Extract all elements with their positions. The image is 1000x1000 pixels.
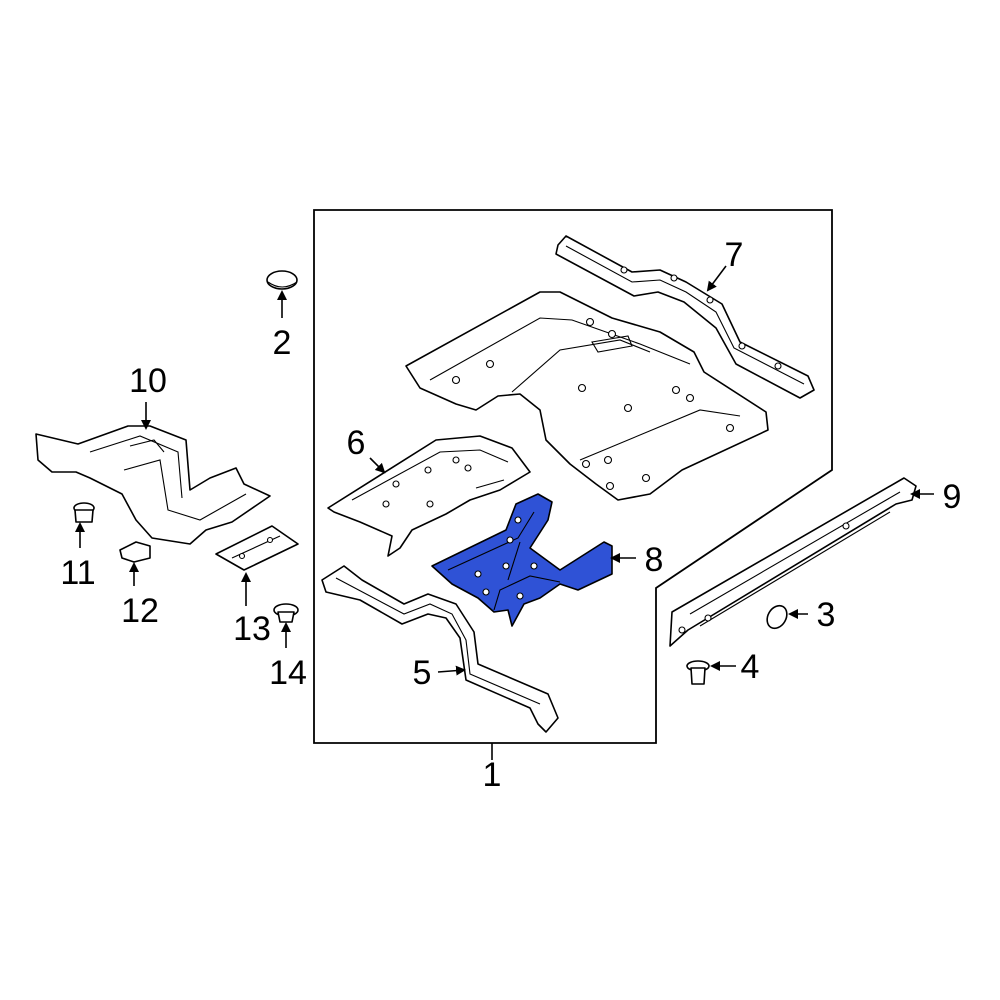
part-9-rocker-panel[interactable] <box>669 477 917 647</box>
assembly-frame <box>313 209 833 744</box>
callout-1: 1 <box>483 756 502 794</box>
callout-9: 9 <box>943 478 962 516</box>
callout-11: 11 <box>60 554 95 592</box>
part-7-rear-crossmember[interactable] <box>555 235 815 399</box>
part-3-oval-plug[interactable] <box>763 602 791 632</box>
part-1-floor-pan[interactable] <box>405 291 769 501</box>
callout-6: 6 <box>347 424 366 462</box>
callout-2: 2 <box>273 324 292 362</box>
part-4-fastener[interactable] <box>686 660 710 685</box>
part-10-front-floor[interactable] <box>35 425 271 545</box>
leader-6 <box>369 457 386 474</box>
part-13-bracket[interactable] <box>215 525 299 571</box>
part-2-plug[interactable] <box>266 270 298 290</box>
callout-5: 5 <box>413 654 432 692</box>
callout-13: 13 <box>233 610 271 648</box>
callout-4: 4 <box>741 648 760 686</box>
leader-7 <box>706 265 727 292</box>
part-14-clip-nut[interactable] <box>273 603 299 623</box>
leader-5 <box>437 665 466 676</box>
part-11-fastener[interactable] <box>73 502 95 523</box>
callout-10: 10 <box>129 362 167 400</box>
callout-14: 14 <box>269 654 307 692</box>
part-5-side-rail[interactable] <box>321 565 559 733</box>
part-12-pad[interactable] <box>119 541 151 563</box>
callout-3: 3 <box>817 596 836 634</box>
callout-12: 12 <box>121 592 159 630</box>
callout-8: 8 <box>645 541 664 579</box>
part-6-floor-extension[interactable] <box>327 435 531 557</box>
part-8-floor-reinforcement[interactable] <box>431 493 613 627</box>
callout-7: 7 <box>725 236 744 274</box>
